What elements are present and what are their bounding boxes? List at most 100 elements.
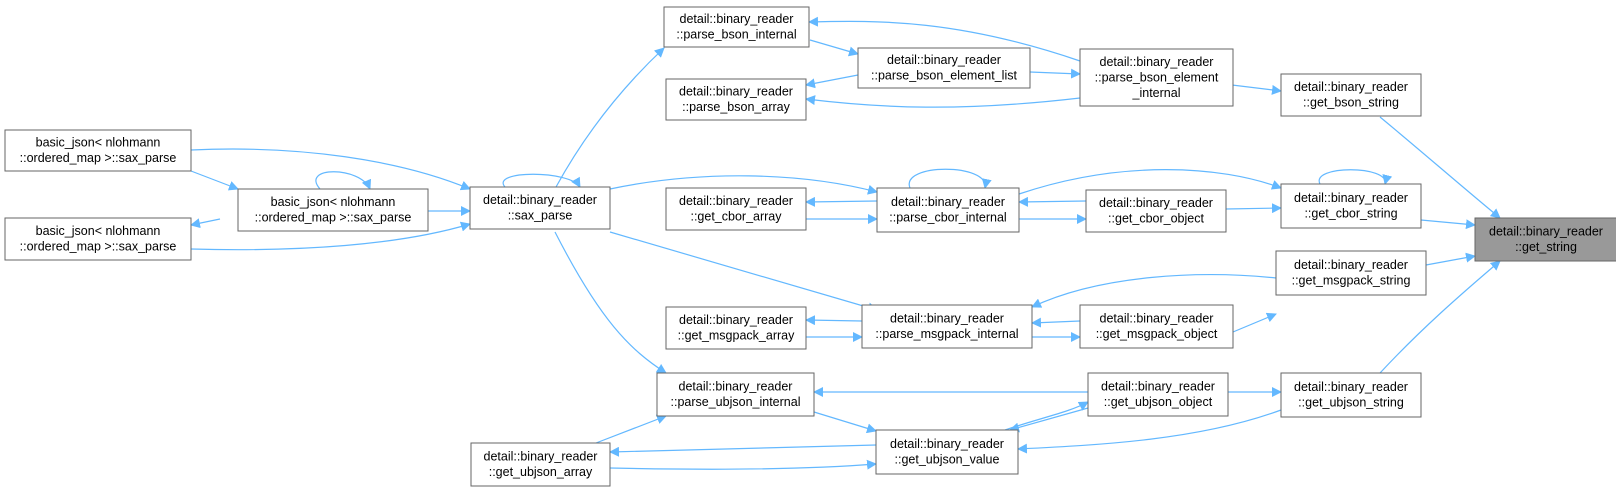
call-edge: [1379, 260, 1501, 374]
node-box: [1280, 73, 1422, 117]
node-label-line: ::get_string: [1515, 240, 1577, 254]
node-label-line: _internal: [1132, 86, 1181, 100]
graph-node[interactable]: detail::binary_reader::get_cbor_string: [1280, 183, 1422, 229]
call-edge: [1318, 169, 1393, 185]
call-edge: [1031, 317, 1081, 328]
call-edge: [1425, 252, 1476, 266]
node-label-line: detail::binary_reader: [891, 195, 1005, 209]
call-edge: [609, 231, 878, 313]
node-box: [876, 187, 1020, 233]
node-label-line: basic_json< nlohmann: [36, 136, 161, 150]
node-label-line: detail::binary_reader: [679, 194, 793, 208]
node-label-line: basic_json< nlohmann: [271, 195, 396, 209]
node-label-line: detail::binary_reader: [887, 53, 1001, 67]
nodes-layer: detail::binary_reader::get_stringdetail:…: [4, 6, 1616, 487]
call-edge: [805, 95, 1081, 108]
graph-node[interactable]: detail::binary_reader::parse_cbor_intern…: [876, 187, 1020, 233]
node-label-line: ::get_cbor_array: [690, 210, 782, 224]
call-edge: [908, 168, 992, 189]
graph-node-root[interactable]: detail::binary_reader::get_string: [1474, 217, 1616, 262]
graph-node[interactable]: detail::binary_reader::parse_bson_elemen…: [1079, 48, 1234, 107]
node-label-line: ::get_cbor_string: [1304, 207, 1397, 221]
node-label-line: ::parse_bson_element_list: [871, 69, 1017, 83]
graph-node[interactable]: basic_json< nlohmann::ordered_map >::sax…: [237, 188, 429, 232]
node-box: [4, 217, 192, 261]
node-box: [1087, 372, 1229, 417]
node-box: [1280, 183, 1422, 229]
node-label-line: ::parse_ubjson_internal: [671, 395, 801, 409]
call-edge: [190, 148, 471, 191]
node-box: [470, 442, 611, 487]
node-label-line: ::parse_bson_array: [682, 100, 790, 114]
graph-node[interactable]: detail::binary_reader::get_ubjson_array: [470, 442, 611, 487]
graph-node[interactable]: detail::binary_reader::get_msgpack_strin…: [1275, 250, 1427, 296]
call-edge: [1231, 84, 1282, 95]
node-label-line: ::get_ubjson_array: [489, 465, 593, 479]
node-box: [237, 188, 429, 232]
call-edge: [502, 173, 581, 188]
call-edge: [1009, 407, 1089, 433]
node-label-line: ::parse_bson_internal: [676, 28, 796, 42]
node-label-line: detail::binary_reader: [679, 85, 793, 99]
node-label-line: ::ordered_map >::sax_parse: [20, 151, 177, 165]
node-box: [857, 47, 1031, 89]
graph-node[interactable]: detail::binary_reader::get_msgpack_array: [665, 306, 807, 350]
node-label-line: detail::binary_reader: [890, 437, 1004, 451]
graph-node[interactable]: detail::binary_reader::get_cbor_array: [665, 187, 807, 231]
graph-node[interactable]: detail::binary_reader::parse_bson_elemen…: [857, 47, 1031, 89]
call-edge: [1379, 116, 1501, 219]
graph-node[interactable]: detail::binary_reader::parse_ubjson_inte…: [656, 372, 815, 417]
node-box: [656, 372, 815, 417]
node-label-line: detail::binary_reader: [1101, 380, 1215, 394]
edges-layer: [190, 16, 1501, 470]
node-label-line: detail::binary_reader: [679, 313, 793, 327]
graph-node[interactable]: detail::binary_reader::parse_msgpack_int…: [861, 304, 1033, 349]
graph-node[interactable]: basic_json< nlohmann::ordered_map >::sax…: [4, 129, 192, 172]
node-label-line: detail::binary_reader: [1294, 380, 1408, 394]
graph-node[interactable]: basic_json< nlohmann::ordered_map >::sax…: [4, 217, 192, 261]
call-edge: [1017, 409, 1282, 454]
node-box: [1079, 304, 1234, 349]
node-label-line: ::get_msgpack_string: [1292, 274, 1411, 288]
graph-node[interactable]: detail::binary_reader::get_ubjson_object: [1087, 372, 1229, 417]
node-label-line: detail::binary_reader: [1294, 80, 1408, 94]
node-label-line: detail::binary_reader: [1099, 196, 1213, 210]
graph-node[interactable]: detail::binary_reader::get_ubjson_value: [875, 429, 1019, 475]
call-edge: [805, 196, 878, 207]
node-label-line: ::get_msgpack_object: [1096, 327, 1218, 341]
node-label-line: detail::binary_reader: [1294, 258, 1408, 272]
node-label-line: ::parse_bson_element: [1095, 70, 1219, 84]
node-box: [1079, 48, 1234, 107]
graph-node[interactable]: detail::binary_reader::get_ubjson_string: [1280, 372, 1422, 418]
node-label-line: basic_json< nlohmann: [36, 224, 161, 238]
graph-node[interactable]: detail::binary_reader::sax_parse: [469, 186, 611, 230]
node-box: [1474, 217, 1616, 262]
call-edge: [809, 39, 859, 57]
node-box: [1085, 189, 1227, 233]
call-edge: [609, 459, 877, 470]
node-label-line: detail::binary_reader: [1100, 312, 1214, 326]
graph-node[interactable]: detail::binary_reader::parse_bson_array: [665, 78, 807, 121]
call-edge: [1420, 219, 1476, 230]
call-edge: [554, 231, 667, 374]
node-box: [663, 6, 810, 48]
node-box: [1280, 372, 1422, 418]
call-edge: [315, 171, 371, 190]
node-label-line: ::ordered_map >::sax_parse: [20, 240, 177, 254]
node-label-line: ::get_cbor_object: [1108, 212, 1204, 226]
node-label-line: ::get_ubjson_value: [895, 453, 1000, 467]
graph-node[interactable]: detail::binary_reader::get_bson_string: [1280, 73, 1422, 117]
call-edge: [1018, 169, 1282, 195]
call-edge: [805, 315, 863, 326]
node-box: [665, 78, 807, 121]
call-edge: [609, 175, 878, 195]
node-label-line: detail::binary_reader: [680, 12, 794, 26]
graph-node[interactable]: detail::binary_reader::parse_bson_intern…: [663, 6, 810, 48]
call-edge: [808, 16, 1081, 62]
node-label-line: detail::binary_reader: [1489, 225, 1603, 239]
graph-node[interactable]: detail::binary_reader::get_cbor_object: [1085, 189, 1227, 233]
call-edge: [190, 218, 221, 229]
graph-node[interactable]: detail::binary_reader::get_msgpack_objec…: [1079, 304, 1234, 349]
node-label-line: ::parse_cbor_internal: [889, 211, 1006, 225]
